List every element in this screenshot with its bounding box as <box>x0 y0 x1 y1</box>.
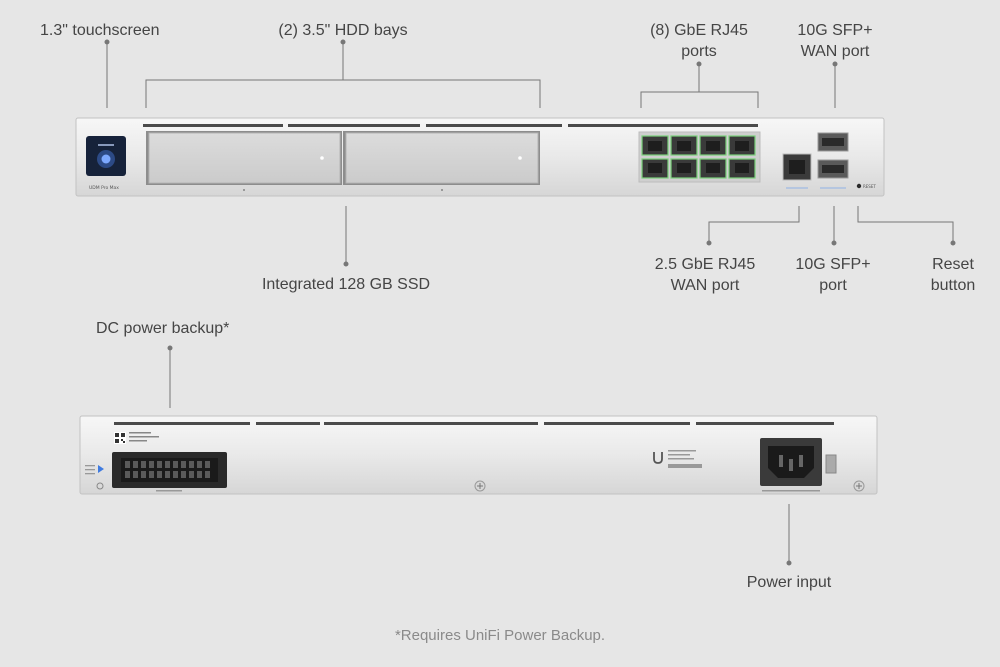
label-power-input: Power input <box>746 574 832 591</box>
rear-vent-slots <box>114 422 834 425</box>
front-panel: UDM Pro Max <box>75 117 885 197</box>
screw-icon <box>474 480 486 492</box>
label-reset-line2: button <box>930 277 976 294</box>
gbe-port-block <box>638 131 761 183</box>
reset-text: RESET <box>863 184 876 189</box>
label-sfp-wan-line2: WAN port <box>800 43 870 60</box>
footnote: *Requires UniFi Power Backup. <box>394 627 606 644</box>
label-sfp-port-line1: 10G SFP+ <box>795 256 871 273</box>
regulatory-marks-icon <box>668 450 702 468</box>
label-sfp-wan: 10G SFP+ WAN port <box>785 20 885 62</box>
label-dc-power: DC power backup* <box>96 320 230 337</box>
ground-screw-icon <box>96 482 104 490</box>
gbe-port-3[interactable] <box>699 135 727 156</box>
label-sfp-port-line2: port <box>819 277 847 294</box>
label-hdd-bays: (2) 3.5" HDD bays <box>278 22 408 39</box>
hdd-bay-1[interactable] <box>146 131 342 185</box>
label-touchscreen: 1.3" touchscreen <box>40 22 160 39</box>
gbe-port-5[interactable] <box>641 158 669 179</box>
label-gbe-ports-line2: ports <box>681 43 717 60</box>
gbe-port-4[interactable] <box>728 135 756 156</box>
label-gbe-ports-line1: (8) GbE RJ45 <box>650 22 748 39</box>
rear-panel <box>79 415 878 495</box>
dc-power-backup-connector[interactable] <box>112 452 227 488</box>
gbe-port-6[interactable] <box>670 158 698 179</box>
device-model-label: UDM Pro Max <box>89 185 119 191</box>
unifi-logo-icon <box>653 452 663 464</box>
label-rj45-wan-line1: 2.5 GbE RJ45 <box>654 256 756 273</box>
label-sfp-port: 10G SFP+ port <box>783 254 883 296</box>
gbe-port-8[interactable] <box>728 158 756 179</box>
label-ssd: Integrated 128 GB SSD <box>261 276 431 293</box>
gbe-port-7[interactable] <box>699 158 727 179</box>
label-rj45-wan-line2: WAN port <box>670 277 740 294</box>
reset-button[interactable] <box>856 183 862 189</box>
qr-code <box>114 432 126 444</box>
label-gbe-ports: (8) GbE RJ45 ports <box>638 20 760 62</box>
label-rj45-wan: 2.5 GbE RJ45 WAN port <box>645 254 765 296</box>
sfp-wan-port[interactable] <box>817 132 849 152</box>
gbe-port-1[interactable] <box>641 135 669 156</box>
hdd-bay-2[interactable] <box>343 131 540 185</box>
sfp-port[interactable] <box>817 159 849 179</box>
front-vent-slots <box>143 124 758 127</box>
rj45-wan-port[interactable] <box>782 153 812 181</box>
screw-icon <box>853 480 865 492</box>
power-input-socket[interactable] <box>760 438 822 486</box>
label-reset: Reset button <box>912 254 994 296</box>
play-icon <box>98 465 104 473</box>
rear-chassis <box>79 415 878 495</box>
gbe-port-2[interactable] <box>670 135 698 156</box>
front-leader-lines <box>104 39 956 267</box>
rear-leader-lines <box>167 345 792 566</box>
touchscreen[interactable] <box>86 136 126 176</box>
label-sfp-wan-line1: 10G SFP+ <box>797 22 873 39</box>
label-reset-line1: Reset <box>932 256 974 273</box>
